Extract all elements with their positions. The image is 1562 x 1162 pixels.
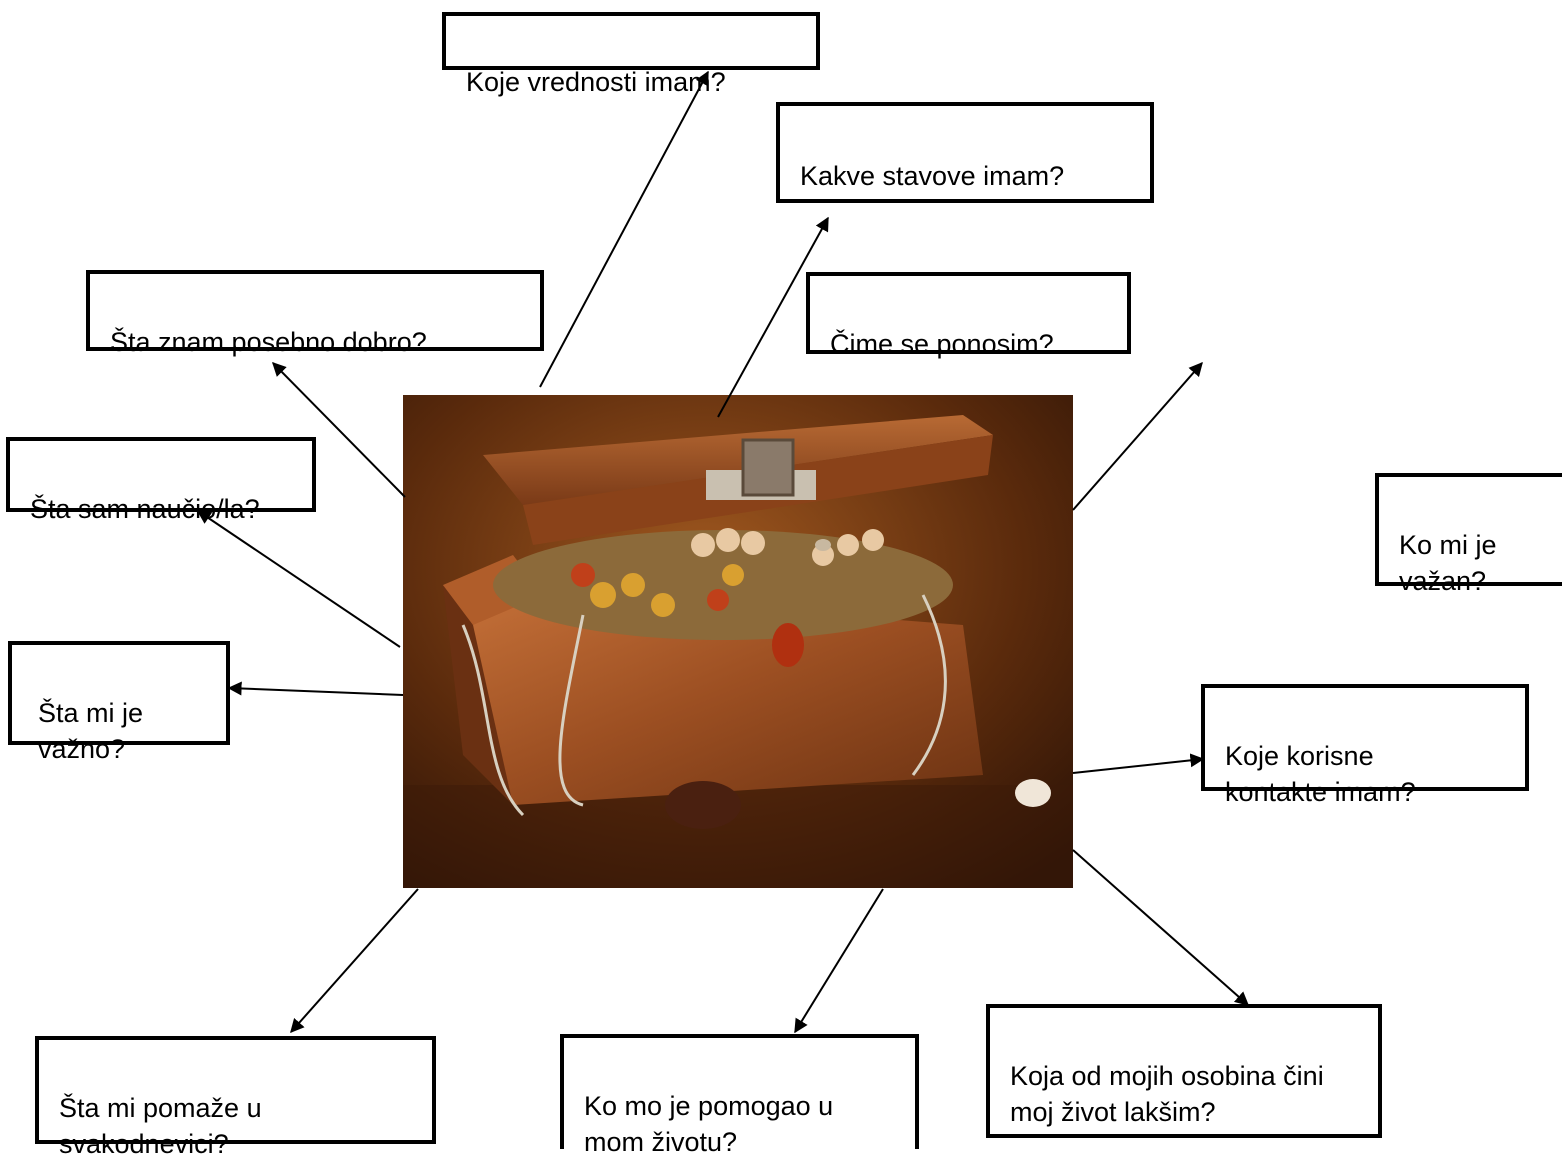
question-text: Šta mi je važno? bbox=[38, 698, 144, 764]
question-text: Kakve stavove imam? bbox=[800, 161, 1065, 191]
question-text: Čime se ponosim? bbox=[830, 329, 1054, 359]
question-text: Koje vrednosti imam? bbox=[466, 67, 726, 97]
arrow-important-what bbox=[227, 681, 404, 696]
box-learned: Šta sam naučio/la? bbox=[6, 437, 316, 524]
box-everyday-help: Šta mi pomaže u svakodnevici? bbox=[35, 1036, 436, 1159]
treasure-chest-image bbox=[403, 395, 1073, 888]
question-text: Ko mi je važan? bbox=[1399, 530, 1497, 596]
arrow-values bbox=[539, 70, 709, 388]
question-text: Ko mo je pomogao u mom životu? bbox=[584, 1091, 834, 1157]
question-text: Šta znam posebno dobro? bbox=[110, 327, 427, 357]
arrow-who-helped bbox=[794, 888, 884, 1034]
arrow-learned bbox=[196, 510, 401, 648]
question-text: Šta mi pomaže u svakodnevici? bbox=[59, 1093, 262, 1159]
arrow-everyday-help bbox=[290, 888, 419, 1034]
question-text: Koje korisne kontakte imam? bbox=[1225, 741, 1416, 807]
arrow-proud-of bbox=[1072, 361, 1203, 511]
question-text: Koja od mojih osobina čini moj život lak… bbox=[1010, 1061, 1324, 1127]
box-attitudes: Kakve stavove imam? bbox=[776, 102, 1154, 203]
box-contacts: Koje korisne kontakte imam? bbox=[1201, 684, 1529, 807]
box-important-what: Šta mi je važno? bbox=[8, 641, 230, 764]
box-values: Koje vrednosti imam? bbox=[442, 12, 820, 97]
arrow-trait bbox=[1072, 849, 1250, 1006]
arrow-contacts bbox=[1072, 753, 1205, 774]
box-trait: Koja od mojih osobina čini moj život lak… bbox=[986, 1004, 1382, 1138]
arrow-good-at bbox=[272, 362, 406, 498]
arrow-attitudes bbox=[717, 216, 829, 418]
question-text: Šta sam naučio/la? bbox=[30, 494, 260, 524]
box-proud-of: Čime se ponosim? bbox=[806, 272, 1131, 359]
box-important-who: Ko mi je važan? bbox=[1375, 473, 1562, 596]
box-who-helped: Ko mo je pomogao u mom životu? bbox=[560, 1034, 919, 1157]
box-good-at: Šta znam posebno dobro? bbox=[86, 270, 544, 357]
